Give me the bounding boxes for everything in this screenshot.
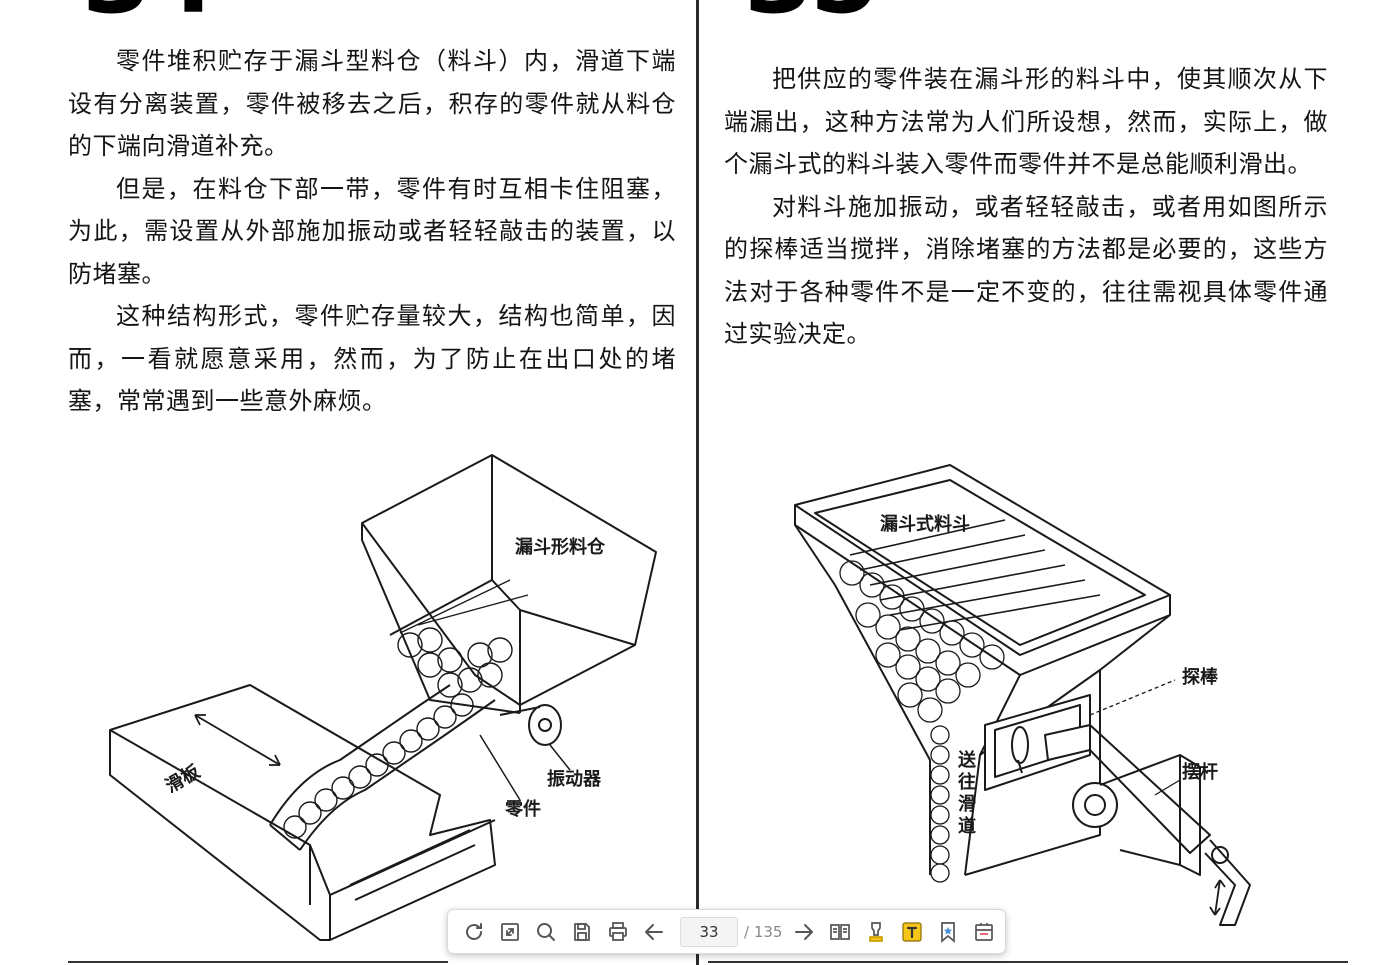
left-text-block: 零件堆积贮存于漏斗型料仓（料斗）内，滑道下端设有分离装置，零件被移去之后，积存的… [68,40,676,423]
text-tool-button[interactable] [894,914,930,950]
two-page-view-icon [830,923,851,940]
save-button[interactable] [564,914,600,950]
bookmark-button[interactable] [930,914,966,950]
figure-funnel-hopper-with-vibrator: 漏斗形料仓 振动器 零件 滑板 [100,445,680,945]
fit-page-icon [501,922,519,941]
left-paragraph-3: 这种结构形式，零件贮存量较大，结构也简单，因而，一看就愿意采用，然而，为了防止在… [68,302,676,415]
print-button[interactable] [600,914,636,950]
fit-page-button[interactable] [492,914,528,950]
right-page: 35 把供应的零件装在漏斗形的料斗中，使其顺次从下端漏出，这种方法常为人们所设想… [700,0,1392,965]
highlighter-icon [869,921,884,942]
bookmark-icon [941,921,956,943]
page-total-label: / 135 [744,922,783,941]
figure-label-lever: 摆杆 [1182,761,1218,783]
left-paragraph-2: 但是，在料仓下部一带，零件有时互相卡住阻塞，为此，需设置从外部施加振动或者轻轻敲… [68,174,676,288]
figure-label-slide: 滑板 [162,760,205,798]
right-paragraph-2: 对料斗施加振动，或者轻轻敲击，或者用如图所示的探棒适当搅拌，消除堵塞的方法都是必… [724,192,1328,349]
figure-label-hopper: 漏斗形料仓 [515,536,606,558]
right-text-block: 把供应的零件装在漏斗形的料斗中，使其顺次从下端漏出，这种方法常为人们所设想，然而… [724,58,1328,356]
figure-label-hopper: 漏斗式料斗 [880,513,970,535]
previous-page-button[interactable] [636,914,672,950]
save-icon [574,922,590,941]
section-number-35: 35 [744,0,879,28]
previous-page-icon [645,923,663,940]
next-page-button[interactable] [786,914,822,950]
text-tool-icon [902,921,923,942]
search-button[interactable] [528,914,564,950]
figure-label-parts: 零件 [504,798,541,820]
figure-label-vibrator: 振动器 [547,768,602,790]
section-number-34: 34 [82,0,217,28]
search-icon [537,922,555,941]
next-page-icon [795,923,814,940]
two-page-view-button[interactable] [822,914,858,950]
print-icon [609,921,627,941]
figure-label-probe: 探棒 [1182,666,1219,688]
left-page: 34 零件堆积贮存于漏斗型料仓（料斗）内，滑道下端设有分离装置，零件被移去之后，… [68,0,680,963]
annotation-button[interactable] [966,914,1002,950]
figure-funnel-hopper-with-probe: 漏斗式料斗 探棒 摆杆 送往滑道 [790,455,1260,930]
right-bottom-rule [708,961,1348,963]
annotation-icon [975,922,994,941]
right-paragraph-1: 把供应的零件装在漏斗形的料斗中，使其顺次从下端漏出，这种方法常为人们所设想，然而… [724,65,1328,178]
figure-label-to-chute: 送往滑道 [958,750,976,837]
rotate-icon [466,922,482,940]
page-gutter [696,0,699,965]
left-paragraph-1: 零件堆积贮存于漏斗型料仓（料斗）内，滑道下端设有分离装置，零件被移去之后，积存的… [68,47,676,160]
left-bottom-rule [68,961,448,963]
viewer-toolbar: / 135 [447,909,1006,954]
page-number-input[interactable] [680,916,738,947]
highlighter-button[interactable] [858,914,894,950]
rotate-button[interactable] [456,914,492,950]
